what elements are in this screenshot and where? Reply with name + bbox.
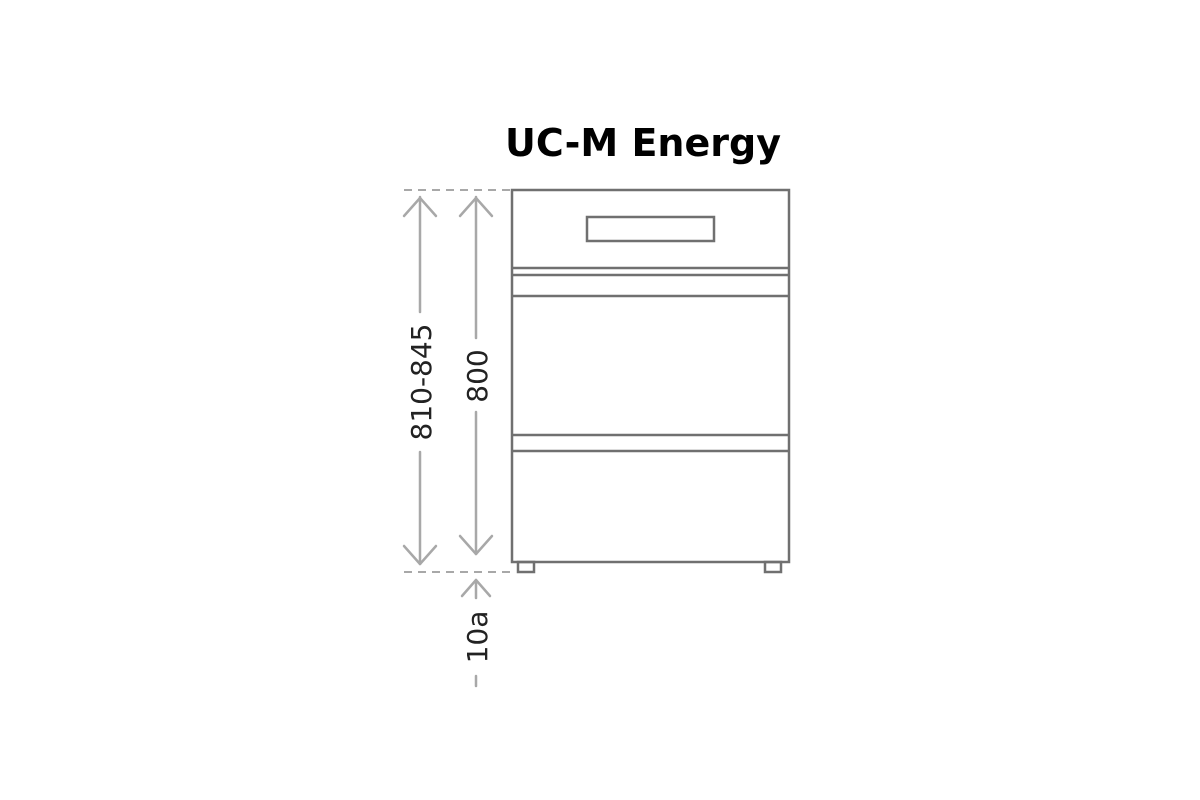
foot-height-label: 10a xyxy=(461,611,494,664)
control-panel-display xyxy=(585,215,716,243)
total-height-arrow-up xyxy=(402,196,438,218)
product-title: UC-M Energy xyxy=(505,121,781,165)
body-height-label: 800 xyxy=(461,349,494,402)
total-height-label: 810-845 xyxy=(405,324,438,441)
dishwasher-outline xyxy=(510,188,791,574)
right-foot xyxy=(763,560,783,574)
dishwasher-body xyxy=(510,188,791,564)
body-height-arrow-down xyxy=(458,534,494,556)
total-height-dimension xyxy=(402,195,438,566)
body-height-arrow-up xyxy=(458,196,494,218)
foot-height-dimension xyxy=(460,578,492,688)
total-height-arrow-down xyxy=(402,544,438,566)
left-foot xyxy=(516,560,536,574)
reference-lines xyxy=(404,189,510,573)
body-height-dimension xyxy=(458,195,494,556)
foot-height-arrow-up xyxy=(460,578,492,598)
